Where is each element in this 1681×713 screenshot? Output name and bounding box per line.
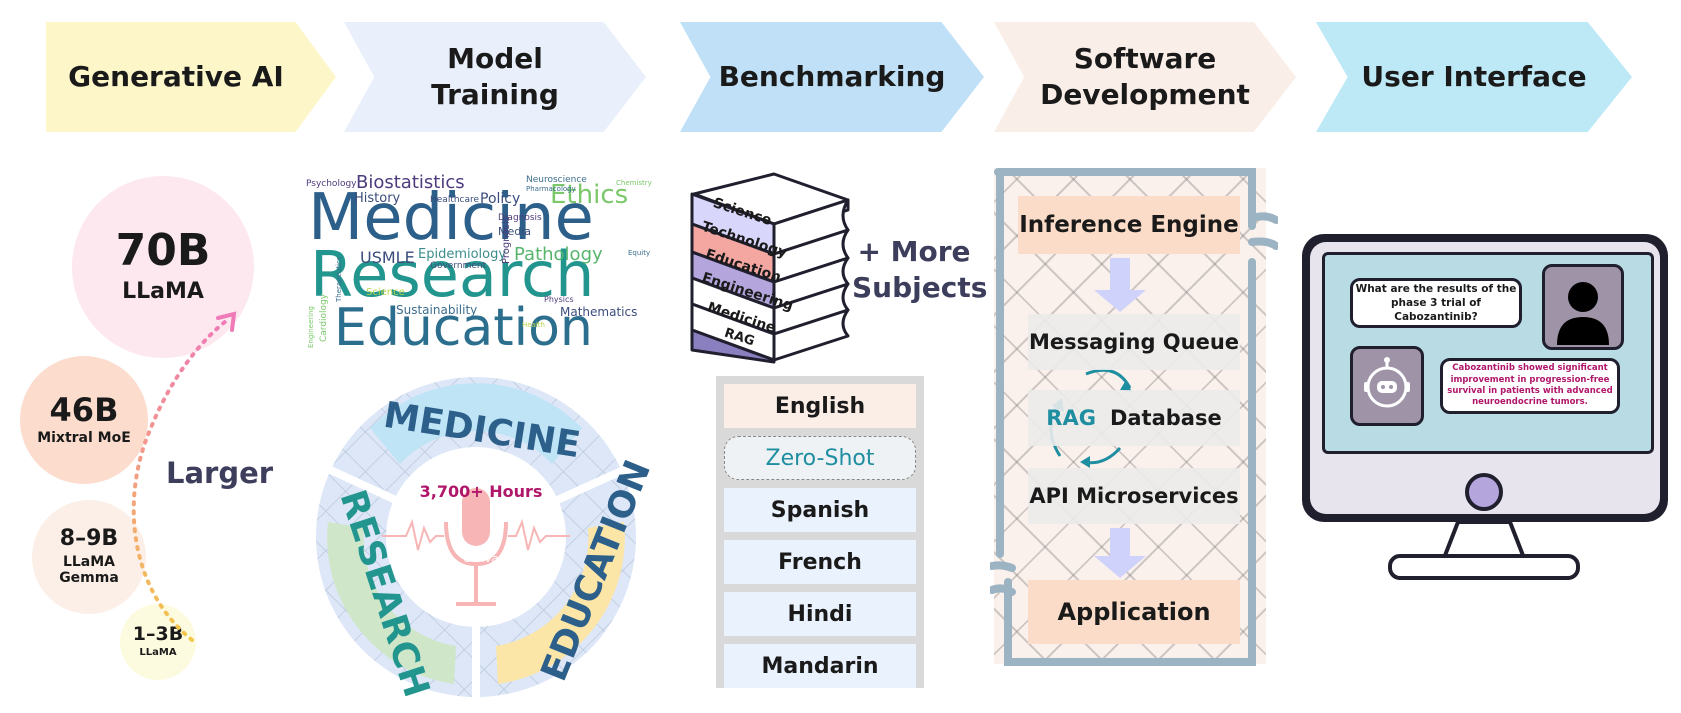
word-medicine: Medicine [308, 181, 594, 255]
model-size: 1–3B [132, 623, 184, 646]
mic-brand: Canva [463, 552, 499, 565]
model-name: Mixtral MoE [37, 429, 131, 446]
word-pharmacology: Pharmacology [526, 185, 576, 193]
rag-label: RAG [1046, 406, 1096, 430]
step-software-development: Software Development [994, 22, 1296, 132]
model-circle-70b: 70B LLaMA [72, 176, 254, 358]
application: Application [1028, 580, 1240, 644]
user-avatar [1542, 264, 1624, 350]
answer-text: Cabozantinib showed significant improvem… [1447, 363, 1613, 408]
word-research: Research [310, 238, 595, 311]
word-prognosis: Prognosis [501, 216, 512, 264]
model-size: 70B [115, 225, 211, 277]
more-subjects: + More Subjects [852, 235, 988, 305]
step-model-training: Model Training [344, 22, 646, 132]
wheel-hours: 3,700+ Hours [419, 482, 543, 501]
scale-arrow [131, 311, 237, 642]
model-size: 8–9B [59, 525, 119, 551]
word-neuroscience: Neuroscience [526, 175, 587, 185]
database: RAG Database [1028, 390, 1240, 446]
user-icon [1557, 282, 1609, 345]
word-health: Health [522, 321, 545, 329]
step-label: Software Development [1040, 41, 1250, 111]
question-bubble: What are the results of the phase 3 tria… [1350, 278, 1522, 328]
language-list: English Zero-Shot Spanish French Hindi M… [716, 376, 924, 688]
step-label: Benchmarking [718, 59, 946, 93]
word-media: Media [498, 225, 532, 238]
word-healthcare: Healthcare [430, 195, 480, 205]
word-ethics: Ethics [550, 180, 629, 210]
step-label: User Interface [1361, 59, 1587, 93]
step-generative-ai: Generative AI [46, 22, 336, 132]
model-name: LLaMA Gemma [59, 553, 119, 586]
larger-label: Larger [166, 456, 274, 490]
inference-engine: Inference Engine [1018, 196, 1240, 254]
question-text: What are the results of the phase 3 tria… [1355, 282, 1517, 324]
bot-avatar [1350, 346, 1424, 426]
book-stack [690, 172, 850, 364]
step-label: Generative AI [68, 59, 284, 93]
software-frame [990, 168, 1278, 666]
robot-icon [1364, 357, 1410, 408]
word-sustainability: Sustainability [396, 303, 478, 317]
zero-shot-badge: Zero-Shot [724, 436, 916, 480]
model-size: 46B [49, 390, 119, 429]
language-french: French [724, 540, 916, 584]
word-equity: Equity [628, 249, 651, 257]
word-education: Education [334, 298, 593, 358]
model-circle-46b: 46B Mixtral MoE [20, 356, 148, 484]
word-physics: Physics [544, 295, 574, 304]
word-therapeutics: Therapeutics [335, 256, 343, 302]
language-spanish: Spanish [724, 488, 916, 532]
model-name: LLaMA [122, 279, 204, 305]
word-usmle: USMLE [360, 248, 415, 267]
word-psychology: Psychology [306, 179, 357, 189]
word-history: History [354, 191, 401, 206]
word-epidemiology: Epidemiology [418, 247, 507, 262]
step-label: Model Training [431, 41, 559, 111]
step-user-interface: User Interface [1316, 22, 1632, 132]
word-engineering: Engineering [307, 306, 315, 348]
language-mandarin: Mandarin [724, 644, 916, 688]
model-circle-1-3b: 1–3B LLaMA [120, 604, 196, 680]
word-cardiology: Cardiology [319, 293, 329, 342]
word-pathology: Pathology [514, 244, 603, 265]
training-wheel [316, 377, 636, 702]
monitor-stand [1388, 473, 1580, 580]
word-cloud: Medicine Research Education Biostatistic… [306, 172, 652, 358]
word-diagnosis: Diagnosis [498, 213, 542, 223]
word-biostatistics: Biostatistics [356, 172, 465, 193]
language-english: English [724, 384, 916, 428]
answer-bubble: Cabozantinib showed significant improvem… [1440, 358, 1620, 414]
word-science: Science [366, 287, 405, 298]
step-benchmarking: Benchmarking [680, 22, 984, 132]
model-name: LLaMA [139, 647, 177, 659]
database-label: Database [1109, 406, 1222, 430]
word-government: Government [430, 261, 487, 271]
model-circle-8-9b: 8–9B LLaMA Gemma [32, 500, 146, 614]
word-mathematics: Mathematics [560, 305, 638, 319]
language-hindi: Hindi [724, 592, 916, 636]
messaging-queue: Messaging Queue [1028, 314, 1240, 370]
api-microservices: API Microservices [1028, 468, 1240, 524]
word-chemistry: Chemistry [616, 179, 652, 187]
word-policy: Policy [480, 191, 521, 207]
